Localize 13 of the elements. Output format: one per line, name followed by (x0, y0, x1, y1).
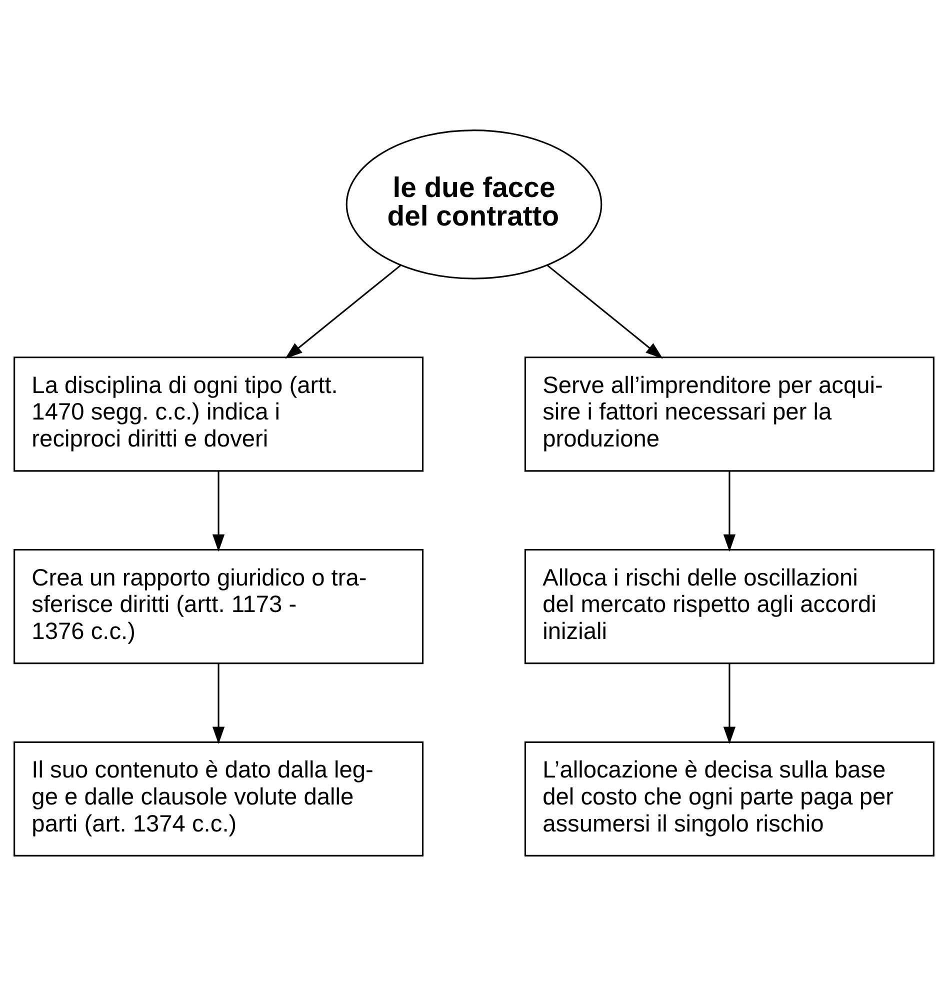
node-box: Alloca i rischi delle oscillazioni del mercato rispetto agli accordi iniziali (524, 548, 934, 664)
node-box: Crea un rapporto giuridico o tra-sferisce diritti (artt. 1173 - 1376 c.c.) (14, 548, 424, 664)
node-ellipse: le due facce del contratto (346, 130, 602, 280)
arrow (285, 264, 402, 359)
node-box: Serve all’imprenditore per acqui-sire i fattori necessari per la produzione (524, 356, 934, 472)
arrow (723, 663, 736, 744)
node-box: Il suo contenuto è dato dalla leg-ge e dalle clausole volute dalle parti (art. 1374 c.c.) (14, 741, 424, 856)
arrow (212, 470, 225, 552)
node-box: L’allocazione è decisa sulla base del costo che ogni parte paga per assumersi il singolo rischio (524, 741, 934, 856)
node-box: La disciplina di ogni tipo (artt. 1470 segg. c.c.) indica i reciproci diritti e doveri (14, 356, 424, 472)
arrow (723, 470, 736, 552)
arrow (212, 663, 225, 744)
arrow (546, 264, 663, 359)
